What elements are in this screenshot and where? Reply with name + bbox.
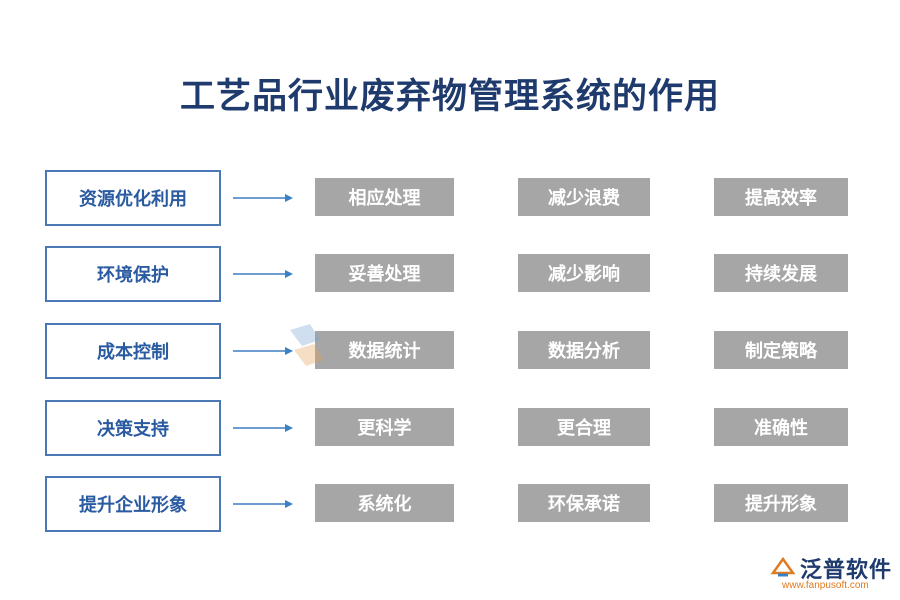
effect-box: 制定策略: [714, 331, 848, 369]
effect-box: 更科学: [315, 408, 454, 446]
effect-box: 提高效率: [714, 178, 848, 216]
brand-logo: 泛普软件: [770, 552, 892, 584]
category-box: 环境保护: [45, 246, 221, 302]
effect-box: 提升形象: [714, 484, 848, 522]
effect-box: 相应处理: [315, 178, 454, 216]
brand-url: www.fanpusoft.com: [782, 580, 869, 591]
effect-box: 准确性: [714, 408, 848, 446]
effect-box: 妥善处理: [315, 254, 454, 292]
category-box: 资源优化利用: [45, 170, 221, 226]
category-box: 提升企业形象: [45, 476, 221, 532]
diagram-title: 工艺品行业废弃物管理系统的作用: [179, 77, 720, 117]
category-box: 决策支持: [45, 400, 221, 456]
effect-box: 数据分析: [518, 331, 650, 369]
row-decision: 决策支持 更科学 更合理 准确性: [0, 400, 900, 460]
category-box: 成本控制: [45, 323, 221, 379]
arrow-icon: [233, 347, 293, 355]
row-cost: 成本控制 数据统计 数据分析 制定策略: [0, 323, 900, 383]
arrow-icon: [233, 424, 293, 432]
arrow-icon: [233, 194, 293, 202]
brand-name: 泛普软件: [800, 558, 893, 583]
effect-box: 环保承诺: [518, 484, 650, 522]
effect-box: 持续发展: [714, 254, 848, 292]
effect-box: 数据统计: [315, 331, 454, 369]
arrow-icon: [233, 500, 293, 508]
row-environment: 环境保护 妥善处理 减少影响 持续发展: [0, 246, 900, 306]
effect-box: 减少影响: [518, 254, 650, 292]
effect-box: 更合理: [518, 408, 650, 446]
effect-box: 减少浪费: [518, 178, 650, 216]
brand-icon: [770, 556, 796, 577]
effect-box: 系统化: [315, 484, 454, 522]
arrow-icon: [233, 270, 293, 278]
row-resource: 资源优化利用 相应处理 减少浪费 提高效率: [0, 170, 900, 230]
watermark-logo-icon: [290, 324, 324, 366]
row-image: 提升企业形象 系统化 环保承诺 提升形象: [0, 476, 900, 536]
